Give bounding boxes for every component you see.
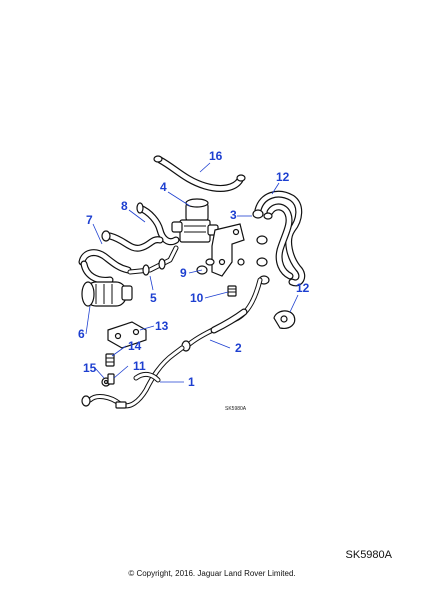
inline-reference: SK5980A xyxy=(225,406,247,412)
callout-5: 5 xyxy=(150,291,157,305)
screw-part-10 xyxy=(227,285,237,297)
callout-11: 11 xyxy=(133,359,146,373)
callout-8: 8 xyxy=(121,199,128,213)
hose-part-12-upper xyxy=(252,190,306,287)
callout-12-lower: 12 xyxy=(296,281,310,295)
leader-lines xyxy=(85,162,299,383)
callout-15: 15 xyxy=(83,361,97,375)
callout-4: 4 xyxy=(160,180,167,194)
callouts: 16 4 3 12 8 7 9 5 10 12 6 13 2 14 11 15 … xyxy=(78,149,310,389)
callout-13: 13 xyxy=(155,319,169,333)
hose-part-7 xyxy=(78,249,132,284)
callout-2: 2 xyxy=(235,341,242,355)
bracket-part-3 xyxy=(211,223,245,277)
callout-7: 7 xyxy=(86,213,93,227)
hose-part-16 xyxy=(153,155,246,192)
valve-part-4 xyxy=(171,198,219,243)
pipe-part-1 xyxy=(81,345,185,409)
clip-part-12-lower xyxy=(273,310,296,329)
pump-part-6 xyxy=(81,281,133,307)
hose-part-8 xyxy=(101,202,180,252)
callout-14: 14 xyxy=(128,339,142,353)
callout-3: 3 xyxy=(230,208,237,222)
callout-16: 16 xyxy=(209,149,223,163)
callout-6: 6 xyxy=(78,327,85,341)
callout-10: 10 xyxy=(190,291,204,305)
pipe-part-5 xyxy=(127,245,179,276)
callout-12-upper: 12 xyxy=(276,170,290,184)
callout-9: 9 xyxy=(180,266,187,280)
fastener-part-14 xyxy=(105,353,115,367)
bracket-part-13 xyxy=(107,321,147,349)
callout-1: 1 xyxy=(188,375,195,389)
hose-part-2 xyxy=(181,277,263,352)
bolt-part-11 xyxy=(107,373,115,385)
copyright-notice: © Copyright, 2016. Jaguar Land Rover Lim… xyxy=(128,569,296,578)
reference-code: SK5980A xyxy=(345,549,392,561)
